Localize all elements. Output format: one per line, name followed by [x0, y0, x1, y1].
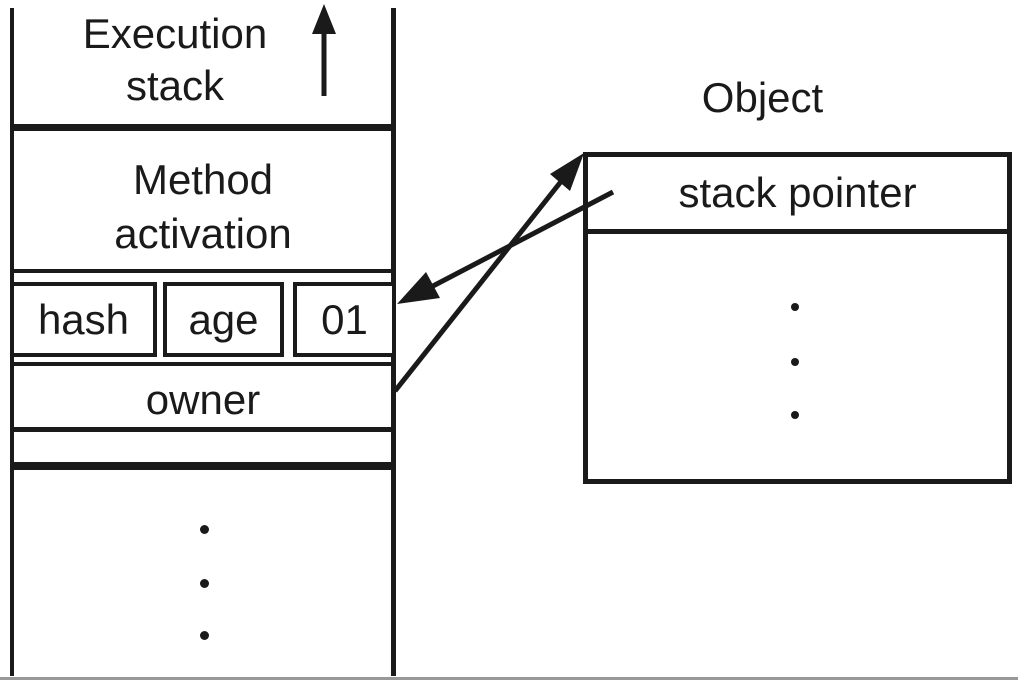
execution-stack-title: Execution stack [82, 10, 268, 109]
stack-ellipsis-dot [200, 525, 209, 534]
object-ellipsis-dot [791, 411, 799, 419]
owner-bottom-divider [10, 427, 396, 432]
tag-bits-label: 01 [321, 295, 368, 343]
age-field-label: age [188, 295, 259, 343]
owner-label: owner [145, 376, 261, 423]
age-field: age [163, 282, 284, 357]
hash-field: hash [10, 282, 157, 357]
stack-growth-arrow [312, 4, 336, 96]
stack-ellipsis-dot [200, 631, 209, 640]
owner-to-object-arrow [393, 153, 584, 393]
object-ellipsis-dot [791, 303, 799, 311]
hash-field-label: hash [37, 295, 130, 343]
object-ellipsis-dot [791, 358, 799, 366]
object-box: stack pointer [583, 152, 1012, 484]
tag-bits-field: 01 [293, 282, 396, 357]
frame-bottom-divider [10, 462, 396, 470]
stack-pointer-label: stack pointer [678, 169, 917, 216]
method-activation-bottom-divider [10, 269, 396, 273]
method-activation-label: Method activation [114, 156, 292, 257]
figure-bottom-rule [0, 677, 1018, 680]
owner-top-divider [10, 362, 396, 366]
object-title: Object [701, 74, 824, 121]
stack-top-divider [10, 124, 396, 131]
stack-pointer-to-stack-arrow [397, 189, 615, 304]
stack-ellipsis-dot [200, 579, 209, 588]
stack-pointer-field: stack pointer [588, 157, 1007, 234]
